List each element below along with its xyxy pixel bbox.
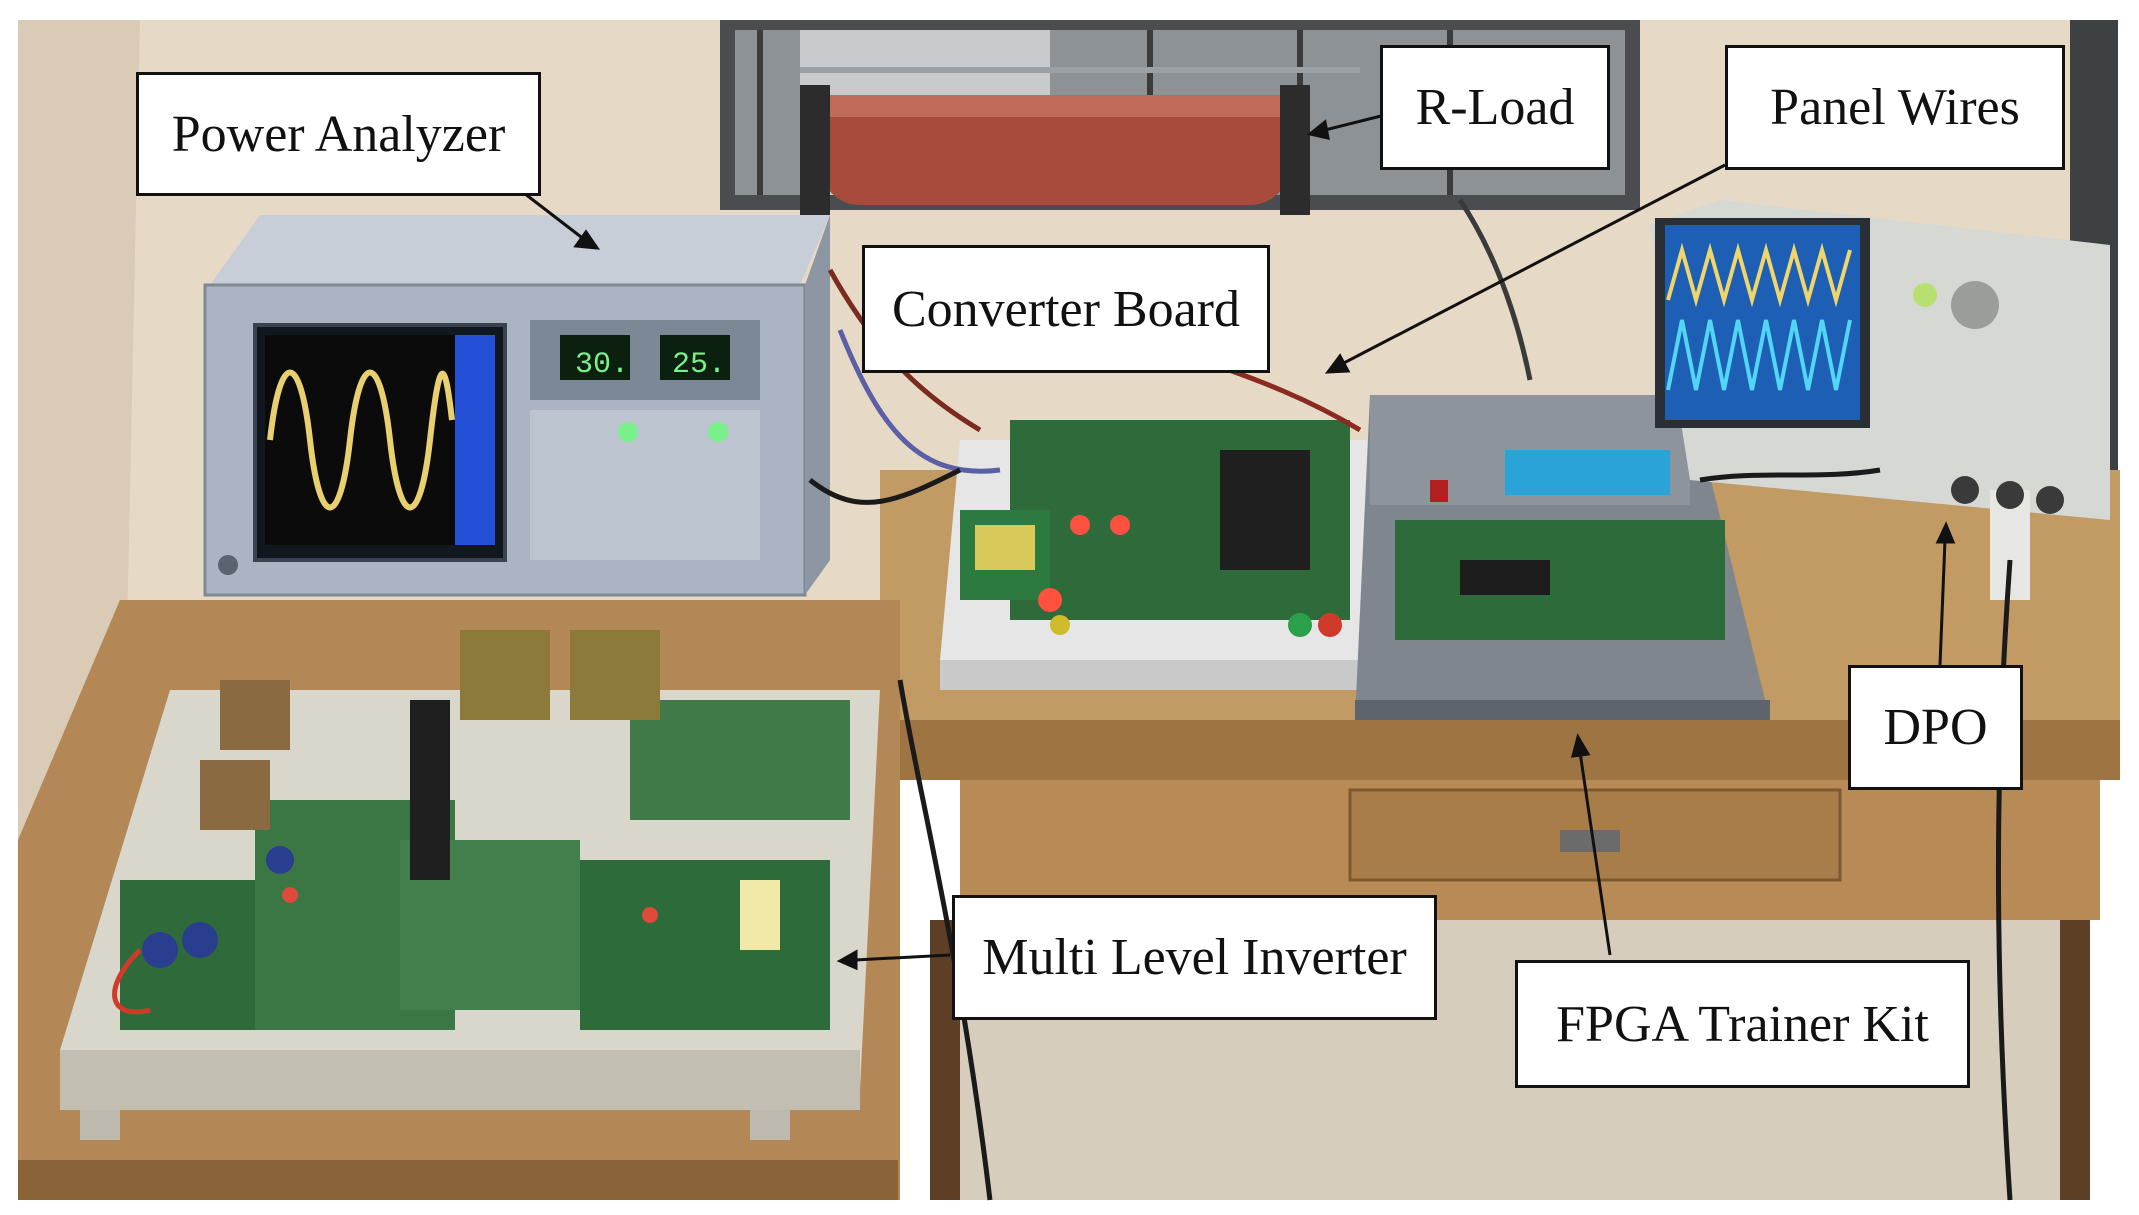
label-dpo: DPO (1848, 665, 2023, 790)
analyzer-readout-left: 30. (575, 348, 629, 382)
converter-board (940, 420, 1400, 690)
callout-arrows (519, 113, 1956, 971)
label-power-analyzer: Power Analyzer (136, 72, 541, 196)
label-multi-level-inverter: Multi Level Inverter (952, 895, 1437, 1020)
label-r-load: R-Load (1380, 45, 1610, 170)
fpga-trainer-kit (1355, 395, 1770, 720)
dpo-oscilloscope (1650, 200, 2110, 600)
label-fpga-trainer-kit: FPGA Trainer Kit (1515, 960, 1970, 1088)
label-converter-board: Converter Board (862, 245, 1270, 373)
r-load-resistor (800, 67, 1360, 215)
multi-level-inverter-assembly (60, 630, 880, 1140)
label-panel-wires: Panel Wires (1725, 45, 2065, 170)
analyzer-readout-right: 25. (672, 348, 726, 382)
power-analyzer (203, 215, 830, 597)
